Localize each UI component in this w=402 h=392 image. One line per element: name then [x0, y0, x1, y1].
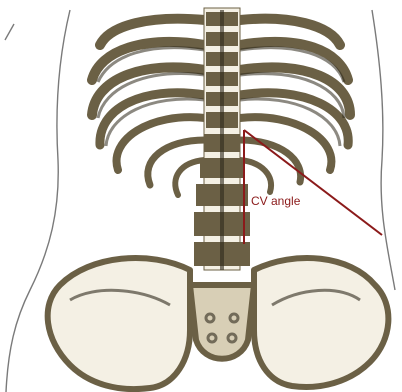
- cv-angle-annotation: [244, 130, 382, 244]
- cv-angle-rib-line: [244, 130, 382, 235]
- cv-angle-label: CV angle: [251, 194, 301, 208]
- pelvis: [48, 258, 389, 389]
